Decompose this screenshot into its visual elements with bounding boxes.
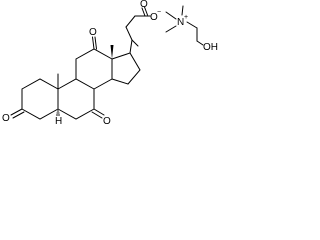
side-chain: O O − xyxy=(125,0,161,54)
angular-methyls xyxy=(57,45,114,90)
n-methyl-2 xyxy=(181,5,184,16)
c12-o-bond-1 xyxy=(92,36,95,50)
atom-o-carboxyl-double: O xyxy=(140,0,148,10)
c12-o-bond-2 xyxy=(94,36,97,50)
c7-o-bond-2 xyxy=(91,111,103,119)
ketone-c7: O xyxy=(91,108,111,127)
atom-o-c3: O xyxy=(2,113,10,124)
c5-hydrogen: H xyxy=(55,110,62,127)
carbonyl-double-1 xyxy=(141,7,146,17)
c17-c20-bond xyxy=(129,39,133,54)
carbonyl-double-2 xyxy=(144,6,148,16)
atom-h-c5: H xyxy=(55,116,62,127)
atom-n-ammonium: N xyxy=(177,17,184,28)
c20-methyl-bond xyxy=(131,39,139,47)
atom-o-c12: O xyxy=(89,27,97,38)
ketone-c12: O xyxy=(89,27,97,50)
ammonium-charge: + xyxy=(184,14,188,21)
atom-oh: OH xyxy=(203,42,218,53)
n-methyl-3 xyxy=(165,25,177,33)
c3-o-bond-1 xyxy=(10,108,23,116)
ring-b xyxy=(57,78,95,120)
atom-o-carboxyl-single: O xyxy=(150,12,158,23)
atom-o-c7: O xyxy=(103,116,111,127)
ketone-c3: O xyxy=(2,108,25,124)
ring-a xyxy=(21,78,59,120)
molecule-svg: O O O H O O − N + xyxy=(2,0,218,127)
c7-o-bond-1 xyxy=(93,108,105,116)
n-ch2-bond xyxy=(186,21,198,29)
carboxylate-charge: − xyxy=(157,9,161,16)
ring-c xyxy=(75,48,113,90)
ch2-o-bond xyxy=(196,40,204,46)
c20-c22-bond xyxy=(125,26,133,41)
choline-cation: N + OH xyxy=(165,5,218,53)
ring-d xyxy=(111,52,141,85)
c22-c23-bond xyxy=(125,15,136,28)
steroid-core xyxy=(21,48,141,120)
methyl-c18-wedge xyxy=(110,45,114,59)
c3-o-bond-2 xyxy=(12,111,25,119)
n-methyl-1 xyxy=(165,11,177,20)
